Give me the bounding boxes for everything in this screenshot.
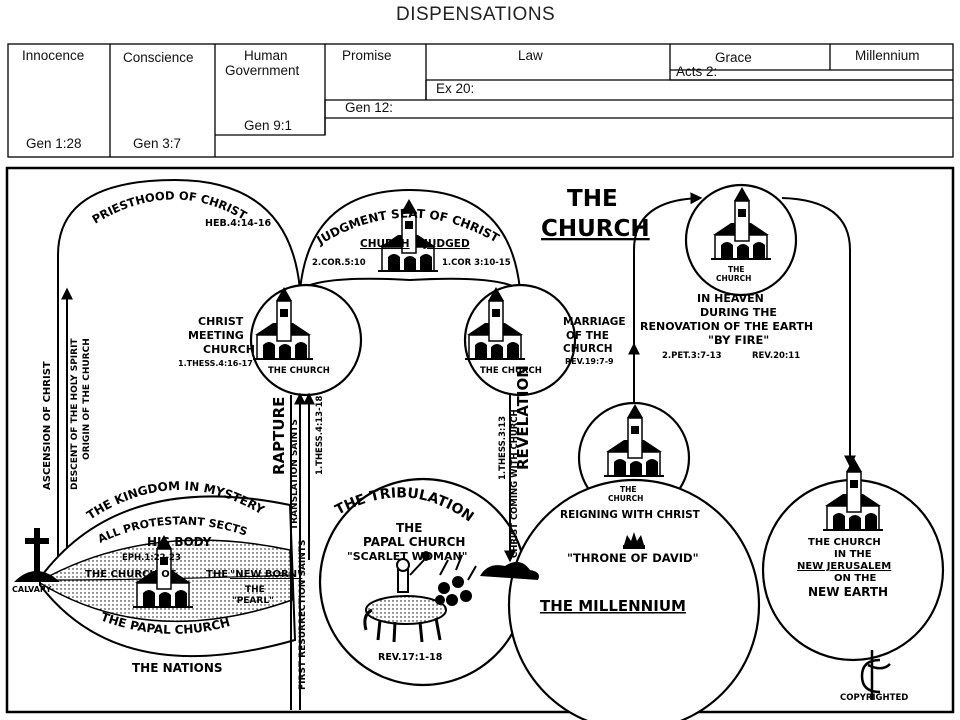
dispensation-innocence-ref: Gen 1:28 [26,136,82,151]
rev17-ref: REV.17:1-18 [378,652,443,663]
dispensation-promise-ref: Gen 12: [345,100,394,115]
dispensations-chart [7,43,954,158]
ascension-label: ASCENSION OF CHRIST [42,361,53,490]
pearl-the-label: THE [245,585,265,595]
descent-label: DESCENT OF THE HOLY SPIRIT [70,338,80,490]
church-of-label: THE CHURCH OF [85,569,177,580]
dispensation-human: Human [244,48,288,63]
logo-icon [860,650,891,700]
revelation-label: REVELATION [514,365,532,470]
first-resurrection-label: FIRST RESURRECTION SAINTS [298,540,308,690]
dispensation-law: Law [518,48,543,63]
his-body-label: HIS BODY [147,535,212,549]
translation-label: TRANSLATION SAINTS [290,419,300,530]
thess-rev-ref: 1.THESS.3:13 [498,416,508,480]
throne-label: "THRONE OF DAVID" [567,551,699,565]
meeting-l2: MEETING [188,329,244,342]
marriage-l2: OF THE [566,330,609,342]
dispensation-grace: Grace [715,50,752,65]
marriage-l1: MARRIAGE [563,316,626,328]
meeting-l1: CHRIST [198,315,244,328]
dispensation-government: Government [225,63,300,78]
dispensation-law-ref: Ex 20: [436,81,475,96]
judgment-church: CHURCH [360,238,410,250]
origin-label: ORIGIN OF THE CHURCH [82,338,92,460]
jerusalem-l3: NEW JERUSALEM [797,561,891,572]
church-label-marriage: THE CHURCH [480,366,542,376]
cross-icon [14,528,60,582]
dispensation-millennium: Millennium [855,48,920,63]
rapture-label: RAPTURE [270,397,288,475]
nations-label: THE NATIONS [132,661,223,675]
judgment-judged: JUDGED [423,238,470,250]
heaven-church-the: THE [728,265,745,274]
dispensation-grace-ref: Acts 2: [676,64,718,79]
scarlet-woman: "SCARLET WOMAN" [347,550,467,563]
the-label: THE [206,569,228,580]
millennium-label: THE MILLENNIUM [540,597,686,615]
dispensation-promise: Promise [342,48,392,63]
pearl-label: "PEARL" [232,596,274,606]
page-title: DISPENSATIONS [396,4,556,25]
heaven-l3: RENOVATION OF THE EARTH [640,320,813,333]
meeting-l3: CHURCH [203,343,255,356]
main-title-church: CHURCH [541,216,650,242]
copyright-label: COPYRIGHTED [840,693,908,703]
main-title-the: THE [567,186,618,212]
meeting-ref: 1.THESS.4:16-17 [178,359,253,368]
papal-church: PAPAL CHURCH [363,535,465,549]
judgment-ref2: 1.COR 3:10-15 [442,258,511,268]
heaven-ref2: REV.20:11 [752,351,800,361]
coming-label: CHRIST COMING WITH CHURCH [510,409,520,558]
jerusalem-l5: NEW EARTH [808,585,888,599]
marriage-ref: REV.19:7-9 [565,357,614,366]
reigning-church-church: CHURCH [608,494,643,503]
dispensation-conscience-ref: Gen 3:7 [133,136,182,151]
papal-the: THE [396,521,422,535]
new-born-label: "NEW BORN" [230,569,302,580]
church-label-meeting: THE CHURCH [268,366,330,376]
marriage-l3: CHURCH [563,343,613,355]
jerusalem-l1: THE CHURCH [808,537,881,548]
heaven-l2: DURING THE [700,306,777,319]
heaven-l1: IN HEAVEN [697,292,764,305]
calvary-label: CALVARY [12,585,52,594]
beast-icon [363,551,477,643]
priesthood-ref: HEB.4:14-16 [205,218,271,229]
jerusalem-l2: IN THE [834,549,872,560]
reigning-church-the: THE [620,485,637,494]
jerusalem-l4: ON THE [834,573,877,584]
eph-ref: EPH.1:22-23 [122,553,181,563]
heaven-l4: "BY FIRE" [708,333,769,347]
dispensation-human-ref: Gen 9:1 [244,118,293,133]
judgment-ref1: 2.COR.5:10 [312,258,366,268]
thess-rapture-ref: 1.THESS.4:13-18 [315,395,325,475]
heaven-church-church: CHURCH [716,274,751,283]
cloud-icon [480,561,539,580]
reigning-label: REIGNING WITH CHRIST [560,509,701,521]
dispensation-conscience: Conscience [123,50,194,65]
dispensation-innocence: Innocence [22,48,85,63]
crown-icon [623,532,645,549]
heaven-ref1: 2.PET.3:7-13 [662,351,722,361]
